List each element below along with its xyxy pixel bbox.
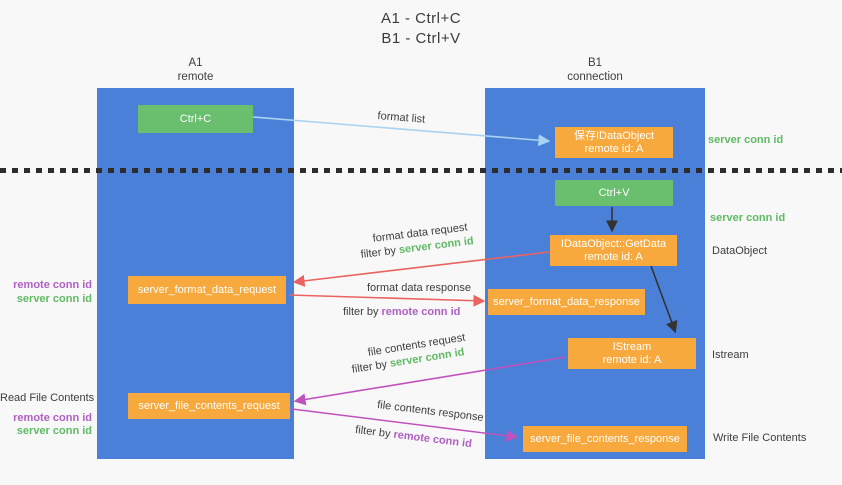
node-format-response-label: server_format_data_response	[493, 295, 640, 308]
lane-header-a1: A1 remote	[97, 56, 294, 84]
lane-b1-name: B1	[587, 57, 603, 69]
label-format-list: format list	[377, 110, 426, 126]
annotation-server-conn-id-1: server conn id	[16, 292, 92, 305]
arrow-format-data-response	[288, 294, 486, 307]
node-idataobject-getdata: IDataObject::GetData remote id: A	[550, 235, 677, 266]
lane-a1-name: A1	[188, 57, 203, 69]
node-getdata-line1: IDataObject::GetData	[560, 237, 667, 250]
annotation-remote-conn-id-2: remote conn id	[13, 411, 92, 424]
label-file-contents-response: file contents response	[376, 399, 485, 424]
node-ctrl-c: Ctrl+C	[138, 105, 253, 133]
node-server-file-contents-response: server_file_contents_response	[523, 426, 687, 452]
node-save-idataobject: 保存IDataObject remote id: A	[555, 127, 673, 158]
filter-prefix: filter by	[343, 306, 382, 318]
node-server-format-data-response: server_format_data_response	[488, 289, 645, 315]
node-server-file-contents-request: server_file_contents_request	[128, 393, 290, 419]
session-separator-line	[0, 168, 842, 173]
node-getdata-line2: remote id: A	[584, 250, 643, 263]
annotation-block-file-ids: Read File Contents remote conn id server…	[0, 392, 95, 439]
annotation-server-conn-id-mid: server conn id	[710, 212, 786, 224]
node-save-idataobject-line1: 保存IDataObject	[573, 129, 655, 142]
title-line-1: A1 - Ctrl+C	[380, 10, 462, 27]
node-save-idataobject-line2: remote id: A	[584, 142, 644, 155]
title-line-2: B1 - Ctrl+V	[381, 30, 461, 47]
lane-header-b1: B1 connection	[485, 56, 705, 84]
diagram-title: A1 - Ctrl+C B1 - Ctrl+V	[0, 9, 842, 49]
annotation-read-file-contents: Read File Contents	[0, 392, 95, 404]
node-ctrl-v-label: Ctrl+V	[598, 186, 630, 199]
label-filter-format-response: filter by remote conn id	[343, 306, 460, 318]
node-format-request-label: server_format_data_request	[137, 283, 277, 296]
node-ctrl-c-label: Ctrl+C	[179, 112, 212, 125]
filter-key-remote-conn-id: remote conn id	[381, 306, 461, 318]
filter-prefix: filter by	[354, 424, 395, 441]
filter-prefix: filter by	[360, 244, 400, 261]
annotation-server-conn-id-2: server conn id	[16, 425, 92, 437]
node-server-format-data-request: server_format_data_request	[128, 276, 286, 304]
filter-key-remote-conn-id: remote conn id	[392, 428, 473, 451]
lane-b1-role: connection	[567, 71, 623, 83]
annotation-server-conn-id-top: server conn id	[708, 134, 784, 146]
node-istream: IStream remote id: A	[568, 338, 696, 369]
annotation-dataobject: DataObject	[712, 245, 768, 257]
annotation-istream: Istream	[712, 349, 749, 361]
node-file-request-label: server_file_contents_request	[138, 399, 280, 412]
label-format-data-response: format data response	[367, 282, 471, 294]
annotation-write-file-contents: Write File Contents	[713, 432, 807, 444]
annotation-block-format-ids: remote conn id server conn id	[0, 279, 92, 306]
node-istream-line1: IStream	[612, 340, 652, 353]
node-file-response-label: server_file_contents_response	[530, 432, 680, 445]
lane-a1-role: remote	[177, 71, 214, 83]
annotation-remote-conn-id-1: remote conn id	[13, 279, 92, 291]
node-istream-line2: remote id: A	[602, 353, 662, 366]
node-ctrl-v: Ctrl+V	[555, 180, 673, 206]
label-filter-file-response: filter by remote conn id	[355, 424, 473, 450]
filter-prefix: filter by	[351, 357, 391, 376]
